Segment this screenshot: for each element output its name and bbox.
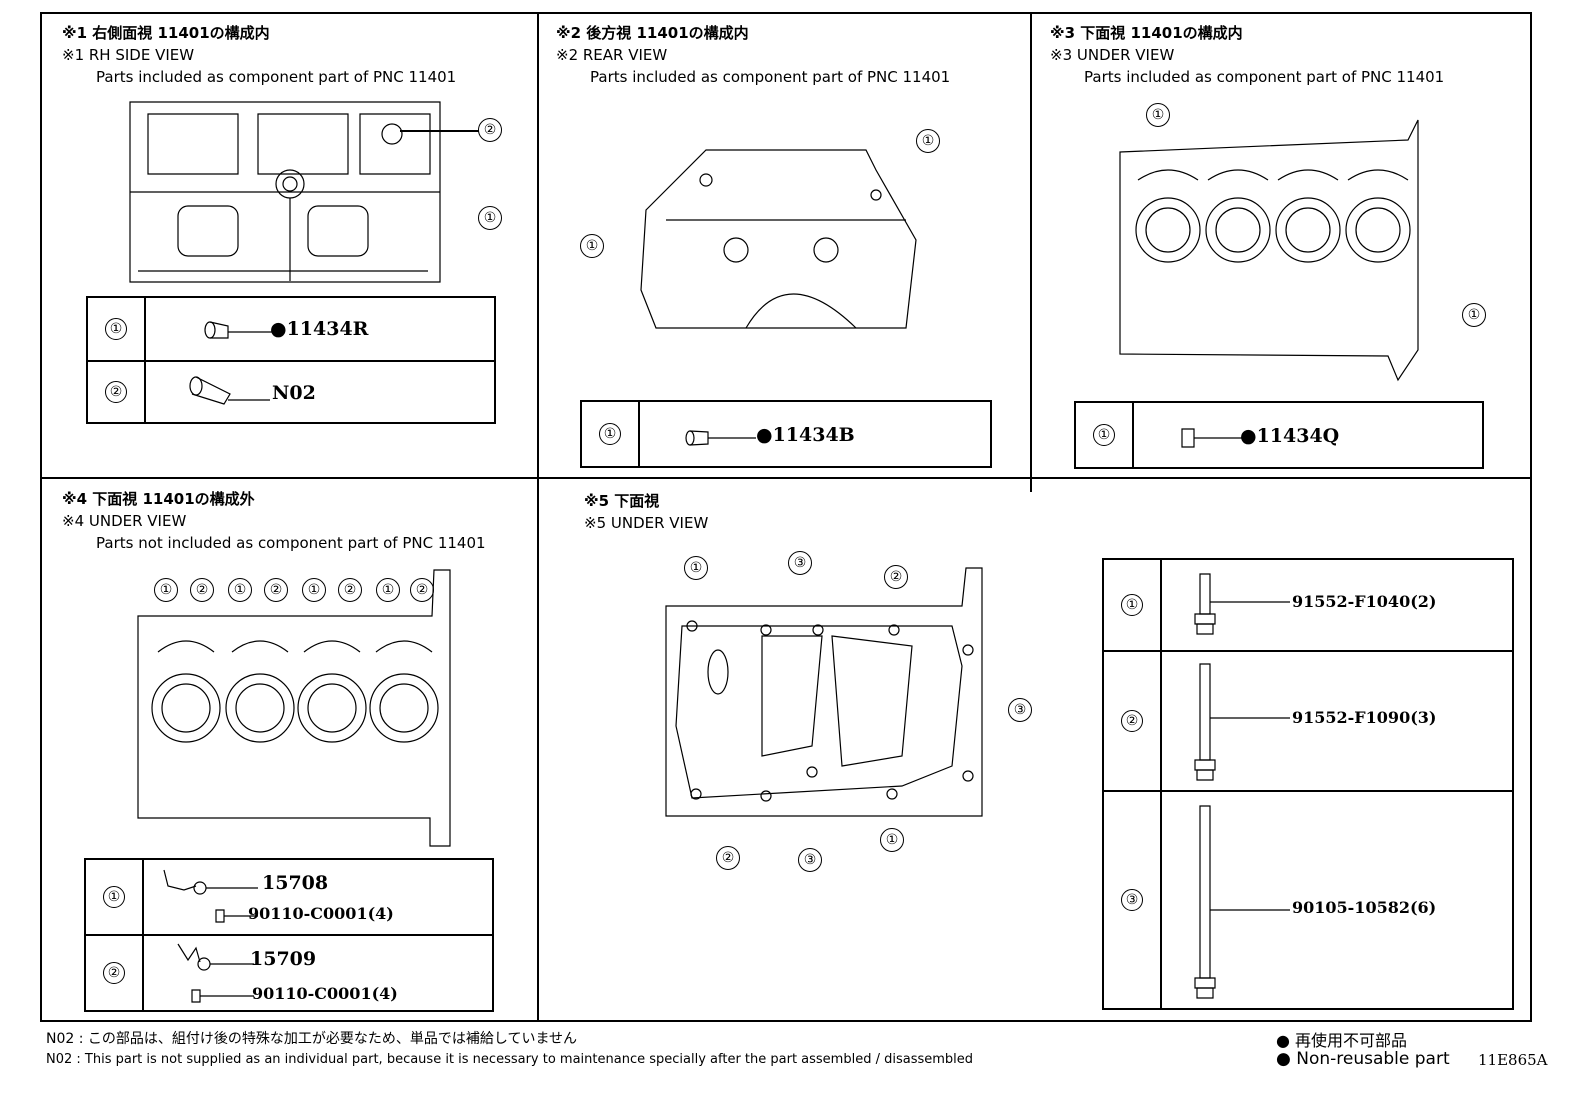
panel1-note: Parts included as component part of PNC … xyxy=(96,68,457,86)
panel1-title-jp: ※1 右側面視 11401の構成内 xyxy=(62,24,270,42)
row-divider xyxy=(40,477,1530,479)
panel4-title-en: ※4 UNDER VIEW xyxy=(62,512,187,530)
pin-icon xyxy=(202,318,272,342)
callout-1: ① xyxy=(154,578,178,602)
callout-2: ② xyxy=(478,118,502,142)
oil-pan-under-view-diagram xyxy=(662,566,992,826)
row-number: ① xyxy=(1093,424,1115,446)
row-number: ① xyxy=(1121,594,1143,616)
pin-icon xyxy=(684,428,756,448)
under-view-diagram xyxy=(1118,100,1438,390)
callout-1: ① xyxy=(916,129,940,153)
panel5-parts-table: ① 91552-F1040(2) ② 91552-F1090(3) ③ 9010… xyxy=(1102,558,1514,1010)
legend-en: ● Non-reusable part xyxy=(1276,1049,1450,1069)
bolt-icon xyxy=(1194,572,1294,636)
panel4-parts-table: ① 15708 90110-C0001(4) ② 15709 90110-C00… xyxy=(84,858,494,1012)
panel5-title-jp: ※5 下面視 xyxy=(584,492,660,510)
row-number: ① xyxy=(105,318,127,340)
part-number[interactable]: ●11434R xyxy=(270,318,369,340)
panel1-parts-table: ① ●11434R ② N02 xyxy=(86,296,496,424)
panel2-title-jp: ※2 後方視 11401の構成内 xyxy=(556,24,749,42)
outer-frame xyxy=(40,12,1532,1022)
panel4-note: Parts not included as component part of … xyxy=(96,534,486,552)
part-number[interactable]: N02 xyxy=(272,382,316,404)
panel3-title-en: ※3 UNDER VIEW xyxy=(1050,46,1175,64)
part-number[interactable]: 90105-10582(6) xyxy=(1292,898,1437,917)
part-number[interactable]: 91552-F1090(3) xyxy=(1292,708,1437,727)
callout-1: ① xyxy=(228,578,252,602)
row-number: ② xyxy=(105,381,127,403)
callout-3: ③ xyxy=(1008,698,1032,722)
callout-2: ② xyxy=(338,578,362,602)
callout-1: ① xyxy=(1462,303,1486,327)
callout-1: ① xyxy=(1146,103,1170,127)
row-number: ① xyxy=(599,423,621,445)
panel3-parts-table: ① ●11434Q xyxy=(1074,401,1484,469)
bolt-icon xyxy=(1194,662,1294,782)
callout-1: ① xyxy=(376,578,400,602)
sleeve-icon xyxy=(186,376,270,406)
callout-1: ① xyxy=(684,556,708,580)
panel2-note: Parts included as component part of PNC … xyxy=(590,68,951,86)
callout-1: ① xyxy=(302,578,326,602)
bolt-icon xyxy=(1194,804,1294,1004)
row-number: ② xyxy=(103,962,125,984)
callout-2: ② xyxy=(716,846,740,870)
callout-leader xyxy=(400,130,480,132)
panel2-header: ※2 後方視 11401の構成内 ※2 REAR VIEW Parts incl… xyxy=(556,22,950,88)
panel1-title-en: ※1 RH SIDE VIEW xyxy=(62,46,195,64)
bolt-part-number[interactable]: 90110-C0001(4) xyxy=(252,984,398,1003)
part-number[interactable]: 91552-F1040(2) xyxy=(1292,592,1437,611)
col-divider-2 xyxy=(1030,12,1032,492)
panel3-header: ※3 下面視 11401の構成内 ※3 UNDER VIEW Parts inc… xyxy=(1050,22,1444,88)
panel4-title-jp: ※4 下面視 11401の構成外 xyxy=(62,490,255,508)
footer-note-jp: N02 : この部品は、組付け後の特殊な加工が必要なため、単品では補給していませ… xyxy=(46,1031,578,1047)
part-number[interactable]: 15709 xyxy=(250,948,317,970)
pin-icon xyxy=(1178,425,1242,451)
row-number: ② xyxy=(1121,710,1143,732)
panel2-parts-table: ① ●11434B xyxy=(580,400,992,468)
callout-1: ① xyxy=(478,206,502,230)
panel4-header: ※4 下面視 11401の構成外 ※4 UNDER VIEW Parts not… xyxy=(62,488,486,554)
callout-2: ② xyxy=(264,578,288,602)
row-number: ① xyxy=(103,886,125,908)
rh-side-view-diagram xyxy=(128,96,448,286)
part-number[interactable]: 15708 xyxy=(262,872,329,894)
part-number[interactable]: ●11434Q xyxy=(1240,425,1340,447)
under-view-diagram xyxy=(134,560,460,850)
panel5-header: ※5 下面視 ※5 UNDER VIEW xyxy=(584,490,708,534)
panel4-callout-row: ① ② ① ② ① ② ① ② xyxy=(154,578,444,604)
panel5-title-en: ※5 UNDER VIEW xyxy=(584,514,709,532)
callout-1: ① xyxy=(580,234,604,258)
col-divider-1 xyxy=(537,12,539,1020)
panel1-header: ※1 右側面視 11401の構成内 ※1 RH SIDE VIEW Parts … xyxy=(62,22,456,88)
rear-view-diagram xyxy=(636,140,926,330)
bolt-part-number[interactable]: 90110-C0001(4) xyxy=(248,904,394,923)
panel3-note: Parts included as component part of PNC … xyxy=(1084,68,1445,86)
callout-3: ③ xyxy=(788,551,812,575)
callout-2: ② xyxy=(190,578,214,602)
callout-3: ③ xyxy=(798,848,822,872)
legend-jp: ● 再使用不可部品 xyxy=(1276,1031,1408,1050)
illustration-code: 11E865A xyxy=(1478,1051,1548,1069)
part-number[interactable]: ●11434B xyxy=(756,424,855,446)
panel2-title-en: ※2 REAR VIEW xyxy=(556,46,668,64)
oil-jet-icon xyxy=(158,866,268,926)
footer-note-en: N02 : This part is not supplied as an in… xyxy=(46,1052,974,1067)
oil-jet-icon xyxy=(174,940,254,1006)
row-number: ③ xyxy=(1121,889,1143,911)
callout-1: ① xyxy=(880,828,904,852)
panel3-title-jp: ※3 下面視 11401の構成内 xyxy=(1050,24,1243,42)
callout-2: ② xyxy=(410,578,434,602)
callout-2: ② xyxy=(884,565,908,589)
